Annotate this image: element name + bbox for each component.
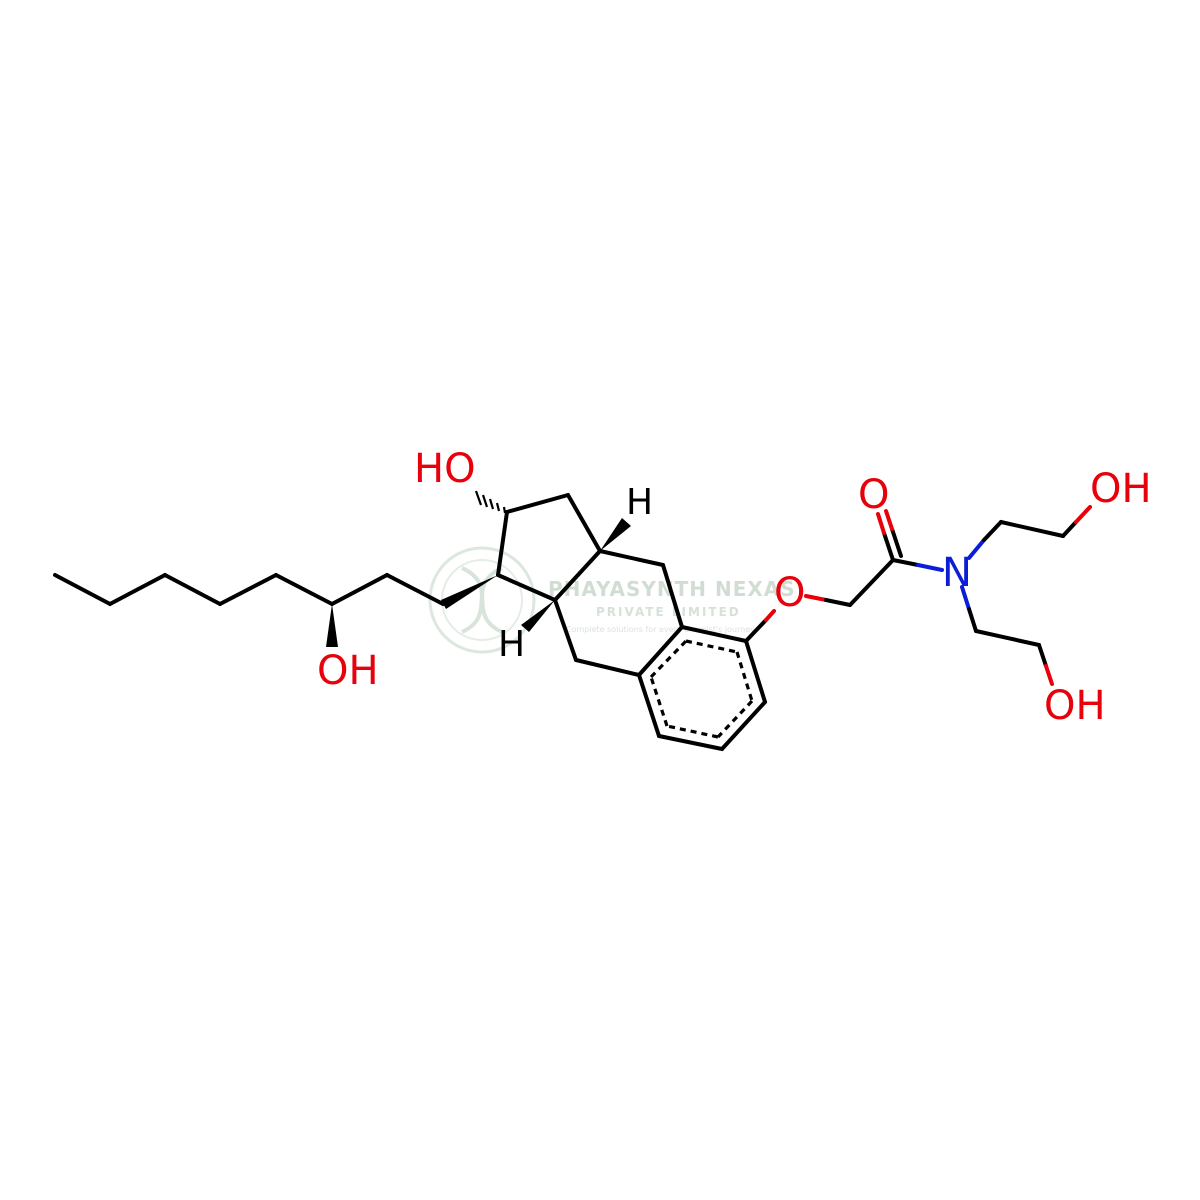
chain-hydroxyl-label: OH <box>317 648 379 694</box>
ether-linkage <box>744 558 895 643</box>
watermark-subtitle: PRIVATE LIMITED <box>596 605 741 619</box>
hashed-bond-ring-oh <box>474 490 507 514</box>
carbonyl-bond <box>876 509 903 562</box>
wedge-bond-h-upper <box>600 518 631 551</box>
lower-hydroxyethyl <box>960 585 1054 686</box>
watermark-logo-icon <box>428 546 536 654</box>
upper-hydroxyethyl <box>967 505 1092 560</box>
wedge-bond-chain-oh <box>326 604 338 647</box>
amide-bond-n <box>916 563 944 572</box>
aromatic-ring <box>637 625 767 751</box>
lower-hydroxyethyl-oh-label: OH <box>1044 683 1106 729</box>
wedge-bond-ring-chain <box>441 575 498 609</box>
carbonyl-oxygen-label: O <box>858 472 889 518</box>
watermark: PHAYASYNTH NEXAS PRIVATE LIMITED Complet… <box>428 546 795 654</box>
ether-oxygen-label: O <box>774 570 805 616</box>
stereo-h-upper-label: H <box>626 482 653 523</box>
alkyl-chain <box>53 573 445 606</box>
wedge-bond-h-lower <box>521 600 555 632</box>
upper-hydroxyethyl-oh-label: OH <box>1090 466 1152 512</box>
amide-nitrogen-label: N <box>942 550 972 596</box>
middle-ring <box>553 549 684 677</box>
watermark-tagline: Complete solutions for every chemist's j… <box>566 625 755 634</box>
cyclopentane-ring <box>496 493 602 602</box>
amide-bond <box>891 558 920 567</box>
ring-hydroxyl-label: HO <box>414 446 476 492</box>
stereo-h-lower-label: H <box>498 624 525 665</box>
